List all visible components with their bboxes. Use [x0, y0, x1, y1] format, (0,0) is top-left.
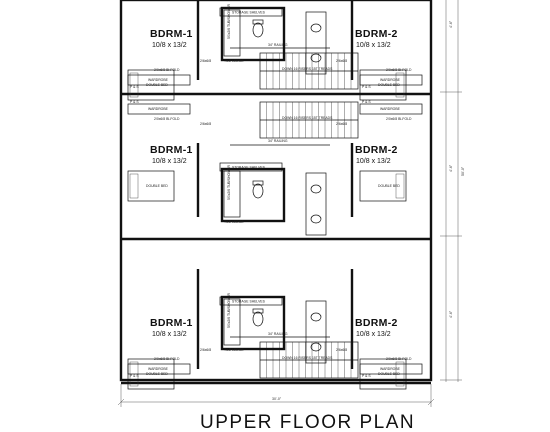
bdrm-1-title: BDRM-1 — [150, 317, 193, 329]
storage-label: STORAGE SHELVES — [232, 11, 266, 15]
door-note-left: 2/6x6/8 — [200, 59, 211, 63]
storage-shelves: STORAGE SHELVES — [219, 162, 283, 172]
door-note-right: 2/6x6/8 — [336, 348, 347, 352]
units-layer: DOWN 16 RISERS 15T TREADS 34" RAILING BDRM… — [121, 0, 431, 390]
depth-dimensions: 4'-6" 4'-6" 50'-0" 4'-6" — [440, 0, 465, 382]
depth-dim-3: 50'-0" — [461, 166, 465, 176]
wardrobe-left-label: WARDROBE — [148, 367, 169, 371]
width-dimension: 30'-0" — [117, 384, 435, 407]
wardrobe-right-label: WARDROBE — [380, 107, 401, 111]
bdrm-1-title: BDRM-1 — [150, 144, 193, 156]
wardrobe-left: WARDROBE P & S 2/0x6/8 BI-FOLD — [127, 357, 191, 378]
bed-left: DOUBLE BED — [127, 170, 175, 202]
vanity — [305, 172, 327, 236]
unit-2: DOWN 16 RISERS 15T TREADS 34" RAILING BDRM… — [121, 100, 431, 241]
bdrm-2-dims: 10/8 x 13/2 — [356, 158, 391, 165]
tub-label: 5/0x2/6 TUB/SHOWER — [227, 3, 231, 39]
tub-label: 5/0x2/6 TUB/SHOWER — [227, 292, 231, 328]
bdrm-1-dims: 10/8 x 13/2 — [152, 158, 187, 165]
stair-label: DOWN 16 RISERS 15T TREADS — [282, 356, 333, 360]
depth-dim-2: 4'-6" — [449, 164, 453, 172]
stair: DOWN 16 RISERS 15T TREADS — [259, 52, 359, 90]
wardrobe-left-ps: P & S — [130, 85, 139, 89]
storage-shelves: STORAGE SHELVES — [219, 296, 283, 306]
wardrobe-right-bifold: 2/0x6/8 BI-FOLD — [386, 357, 412, 361]
unit-1: DOWN 16 RISERS 15T TREADS 34" RAILING BDRM… — [121, 0, 431, 101]
door-note-left: 2/6x6/8 — [200, 348, 211, 352]
depth-dim-4: 4'-6" — [449, 310, 453, 318]
tile-ledge-label: TILE LEDGE — [224, 348, 244, 352]
wardrobe-left: WARDROBE P & S 2/0x6/8 BI-FOLD — [127, 100, 191, 121]
storage-shelves: STORAGE SHELVES — [219, 7, 283, 17]
tile-ledge-label: TILE LEDGE — [224, 220, 244, 224]
tile-ledge-label: TILE LEDGE — [224, 59, 244, 63]
wardrobe-left-ps: P & S — [130, 100, 139, 104]
bdrm-2-dims: 10/8 x 13/2 — [356, 42, 391, 49]
wardrobe-right-label: WARDROBE — [380, 78, 401, 82]
door-note-right: 2/6x6/8 — [336, 122, 347, 126]
railing-label: 34" RAILING — [268, 332, 288, 336]
wardrobe-left-bifold: 2/0x6/8 BI-FOLD — [154, 68, 180, 72]
wardrobe-right-label: WARDROBE — [380, 367, 401, 371]
unit-3: DOWN 16 RISERS 15T TREADS 34" RAILING BDRM… — [121, 269, 431, 390]
wardrobe-right-ps: P & S — [362, 100, 371, 104]
width-dimension-text: 30'-0" — [272, 397, 282, 401]
bed-right-label: DOUBLE BED — [378, 184, 400, 188]
wardrobe-right-bifold: 2/0x6/8 BI-FOLD — [386, 68, 412, 72]
wardrobe-left-bifold: 2/0x6/8 BI-FOLD — [154, 357, 180, 361]
plan-title: UPPER FLOOR PLAN — [200, 412, 415, 432]
bdrm-1-dims: 10/8 x 13/2 — [152, 331, 187, 338]
wardrobe-right-ps: P & S — [362, 85, 371, 89]
vanity — [305, 300, 327, 364]
bdrm-2-dims: 10/8 x 13/2 — [356, 331, 391, 338]
bdrm-2-title: BDRM-2 — [355, 317, 398, 329]
bathroom: 5/0x2/6 TUB/SHOWER TILE LEDGE — [220, 164, 286, 224]
railing-label: 34" RAILING — [268, 139, 288, 143]
depth-dim-1: 4'-6" — [449, 20, 453, 28]
vanity — [305, 11, 327, 75]
tub-label: 5/0x2/6 TUB/SHOWER — [227, 164, 231, 200]
wardrobe-right: WARDROBE P & S 2/0x6/8 BI-FOLD — [359, 68, 423, 89]
stair-label: DOWN 16 RISERS 15T TREADS — [282, 116, 333, 120]
stair: DOWN 16 RISERS 15T TREADS — [259, 341, 359, 379]
bdrm-2-title: BDRM-2 — [355, 144, 398, 156]
wardrobe-left-label: WARDROBE — [148, 107, 169, 111]
exterior-wall — [119, 0, 433, 382]
door-note-right: 2/6x6/8 — [336, 59, 347, 63]
storage-label: STORAGE SHELVES — [232, 300, 266, 304]
bed-right: DOUBLE BED — [359, 170, 407, 202]
storage-label: STORAGE SHELVES — [232, 166, 266, 170]
wardrobe-left-ps: P & S — [130, 374, 139, 378]
bed-left-label: DOUBLE BED — [146, 184, 168, 188]
stair-label: DOWN 16 RISERS 15T TREADS — [282, 67, 333, 71]
wardrobe-left-bifold: 2/0x6/8 BI-FOLD — [154, 117, 180, 121]
wardrobe-right: WARDROBE P & S 2/0x6/8 BI-FOLD — [359, 357, 423, 378]
wardrobe-left: WARDROBE P & S 2/0x6/8 BI-FOLD — [127, 68, 191, 89]
railing-label: 34" RAILING — [268, 43, 288, 47]
wardrobe-right: WARDROBE P & S 2/0x6/8 BI-FOLD — [359, 100, 423, 121]
bdrm-2-title: BDRM-2 — [355, 28, 398, 40]
bdrm-1-title: BDRM-1 — [150, 28, 193, 40]
wardrobe-left-label: WARDROBE — [148, 78, 169, 82]
door-note-left: 2/6x6/8 — [200, 122, 211, 126]
wardrobe-right-bifold: 2/0x6/8 BI-FOLD — [386, 117, 412, 121]
wardrobe-right-ps: P & S — [362, 374, 371, 378]
bdrm-1-dims: 10/8 x 13/2 — [152, 42, 187, 49]
stair: DOWN 16 RISERS 15T TREADS — [259, 101, 359, 139]
